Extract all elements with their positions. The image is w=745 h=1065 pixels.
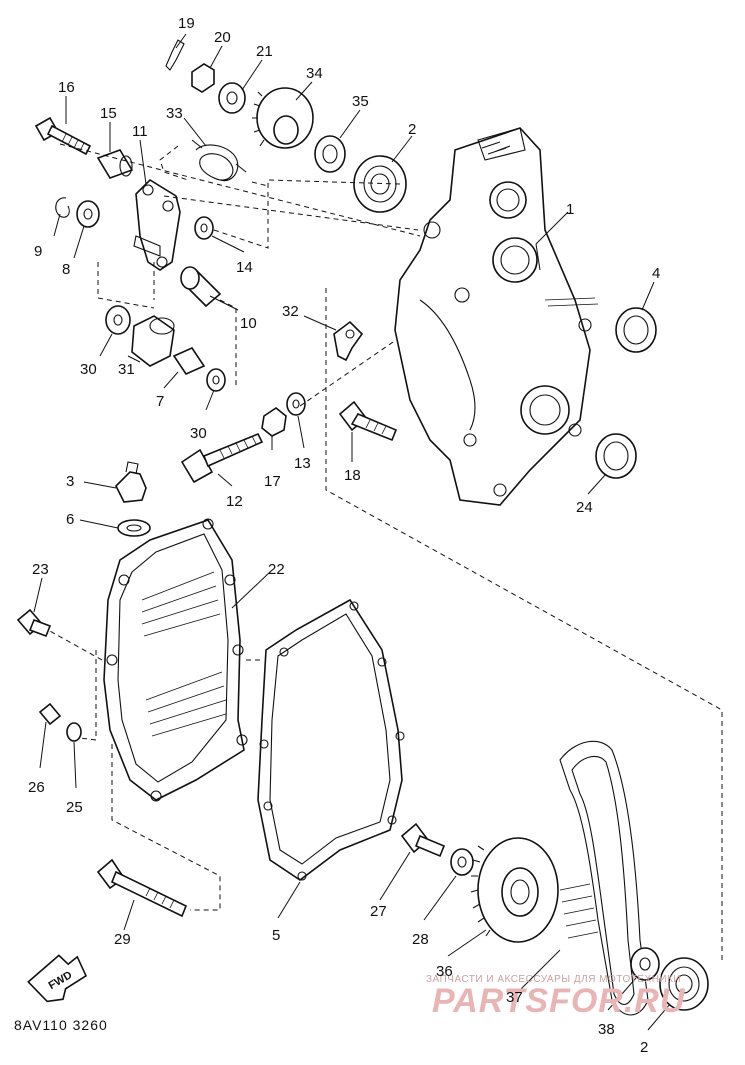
part-label: 28 [412, 931, 429, 948]
bolt-part-16 [34, 116, 92, 156]
part-label: 8 [62, 261, 70, 278]
oil-seal-part-24 [595, 433, 637, 479]
part-label: 24 [576, 499, 593, 516]
part-label: 15 [100, 105, 117, 122]
gear-part-34 [252, 87, 314, 149]
washer-part-38 [630, 947, 660, 981]
bolt-part-18 [338, 400, 398, 442]
part-label: 38 [598, 1021, 615, 1038]
part-label: 6 [66, 511, 74, 528]
bearing-part-2 [353, 155, 407, 213]
diagram-code: 8AV110 3260 [14, 1017, 108, 1033]
washer-part-9 [55, 197, 70, 218]
part-label: 1 [566, 201, 574, 218]
part-label: 32 [282, 303, 299, 320]
nut-part-17 [261, 407, 287, 437]
part-label: 4 [652, 265, 660, 282]
leader-lines [33, 33, 671, 1031]
watermark-top-text: ЗАПЧАСТИ И АКСЕССУАРЫ ДЛЯ МОТОТЕХНИКИ [426, 974, 681, 985]
part-label: 5 [272, 927, 280, 944]
part-label: 23 [32, 561, 49, 578]
part-label: 7 [156, 393, 164, 410]
oil-seal-part-4 [615, 307, 657, 353]
breather-part-3 [115, 461, 147, 503]
spacer-part-35 [314, 135, 346, 173]
washer-part-13 [286, 392, 306, 416]
bolt-part-26 [38, 702, 62, 726]
part-label: 19 [178, 15, 195, 32]
part-label: 25 [66, 799, 83, 816]
assembly-lines [47, 143, 723, 960]
part-label: 20 [214, 29, 231, 46]
watermark-main-text: PARTSFOR.RU [432, 982, 686, 1020]
part-label: 33 [166, 105, 183, 122]
part-label: 18 [344, 467, 361, 484]
part-label: 2 [408, 121, 416, 138]
part-label: 30 [190, 425, 207, 442]
washer-part-28 [450, 848, 474, 876]
part-label: 22 [268, 561, 285, 578]
part-label: 27 [370, 903, 387, 920]
cotter-pin-part [165, 39, 185, 71]
nut-part [191, 63, 215, 93]
part-label: 36 [436, 963, 453, 980]
part-label: 34 [306, 65, 323, 82]
washer-part-30a [105, 305, 131, 335]
spring-part-33 [191, 139, 247, 182]
gasket-part-5 [257, 598, 405, 881]
part-label: 17 [264, 473, 281, 490]
cover-part-22 [103, 518, 248, 802]
part-label: 14 [236, 259, 253, 276]
fwd-arrow-icon: FWD [27, 954, 88, 1003]
part-label: 30 [80, 361, 97, 378]
washer-part-25 [66, 722, 82, 742]
lever-part-11 [133, 178, 181, 271]
part-label: 37 [506, 989, 523, 1006]
crankcase-cover-part [394, 127, 599, 506]
collar-part-15 [96, 149, 134, 179]
washer-part-21 [218, 82, 246, 114]
washer-part-8 [76, 200, 100, 228]
bolt-part-12 [180, 432, 264, 484]
watermark-logo: ЗАПЧАСТИ И АКСЕССУАРЫ ДЛЯ МОТОТЕХНИКИ PA… [426, 974, 686, 1020]
washer-part-30b [206, 368, 226, 392]
part-label: 29 [114, 931, 131, 948]
gasket-washer-part-6 [117, 519, 151, 537]
part-label: 3 [66, 473, 74, 490]
part-label: 21 [256, 43, 273, 60]
bearing-part-2b [659, 957, 709, 1011]
bolt-part-27 [400, 822, 446, 858]
part-label: 26 [28, 779, 45, 796]
bolt-part-29 [96, 858, 188, 918]
part-label: 2 [640, 1039, 648, 1056]
part-label: 35 [352, 93, 369, 110]
washer-part-14 [194, 216, 214, 240]
part-label: 13 [294, 455, 311, 472]
roller-part-31 [131, 315, 175, 367]
collar-part-7 [172, 346, 206, 376]
part-label: 16 [58, 79, 75, 96]
bolt-part-23 [16, 608, 52, 638]
part-label: 9 [34, 243, 42, 260]
fitting-part-32 [333, 320, 364, 362]
sprocket-part-36 [470, 837, 559, 943]
part-label: 11 [132, 123, 148, 140]
part-label: 10 [240, 315, 257, 332]
part-label: 12 [226, 493, 243, 510]
part-label: 31 [118, 361, 135, 378]
part-labels: 19 20 21 34 16 15 11 33 35 2 1 9 8 14 4 … [28, 15, 660, 1056]
pin-part-10 [180, 266, 222, 308]
